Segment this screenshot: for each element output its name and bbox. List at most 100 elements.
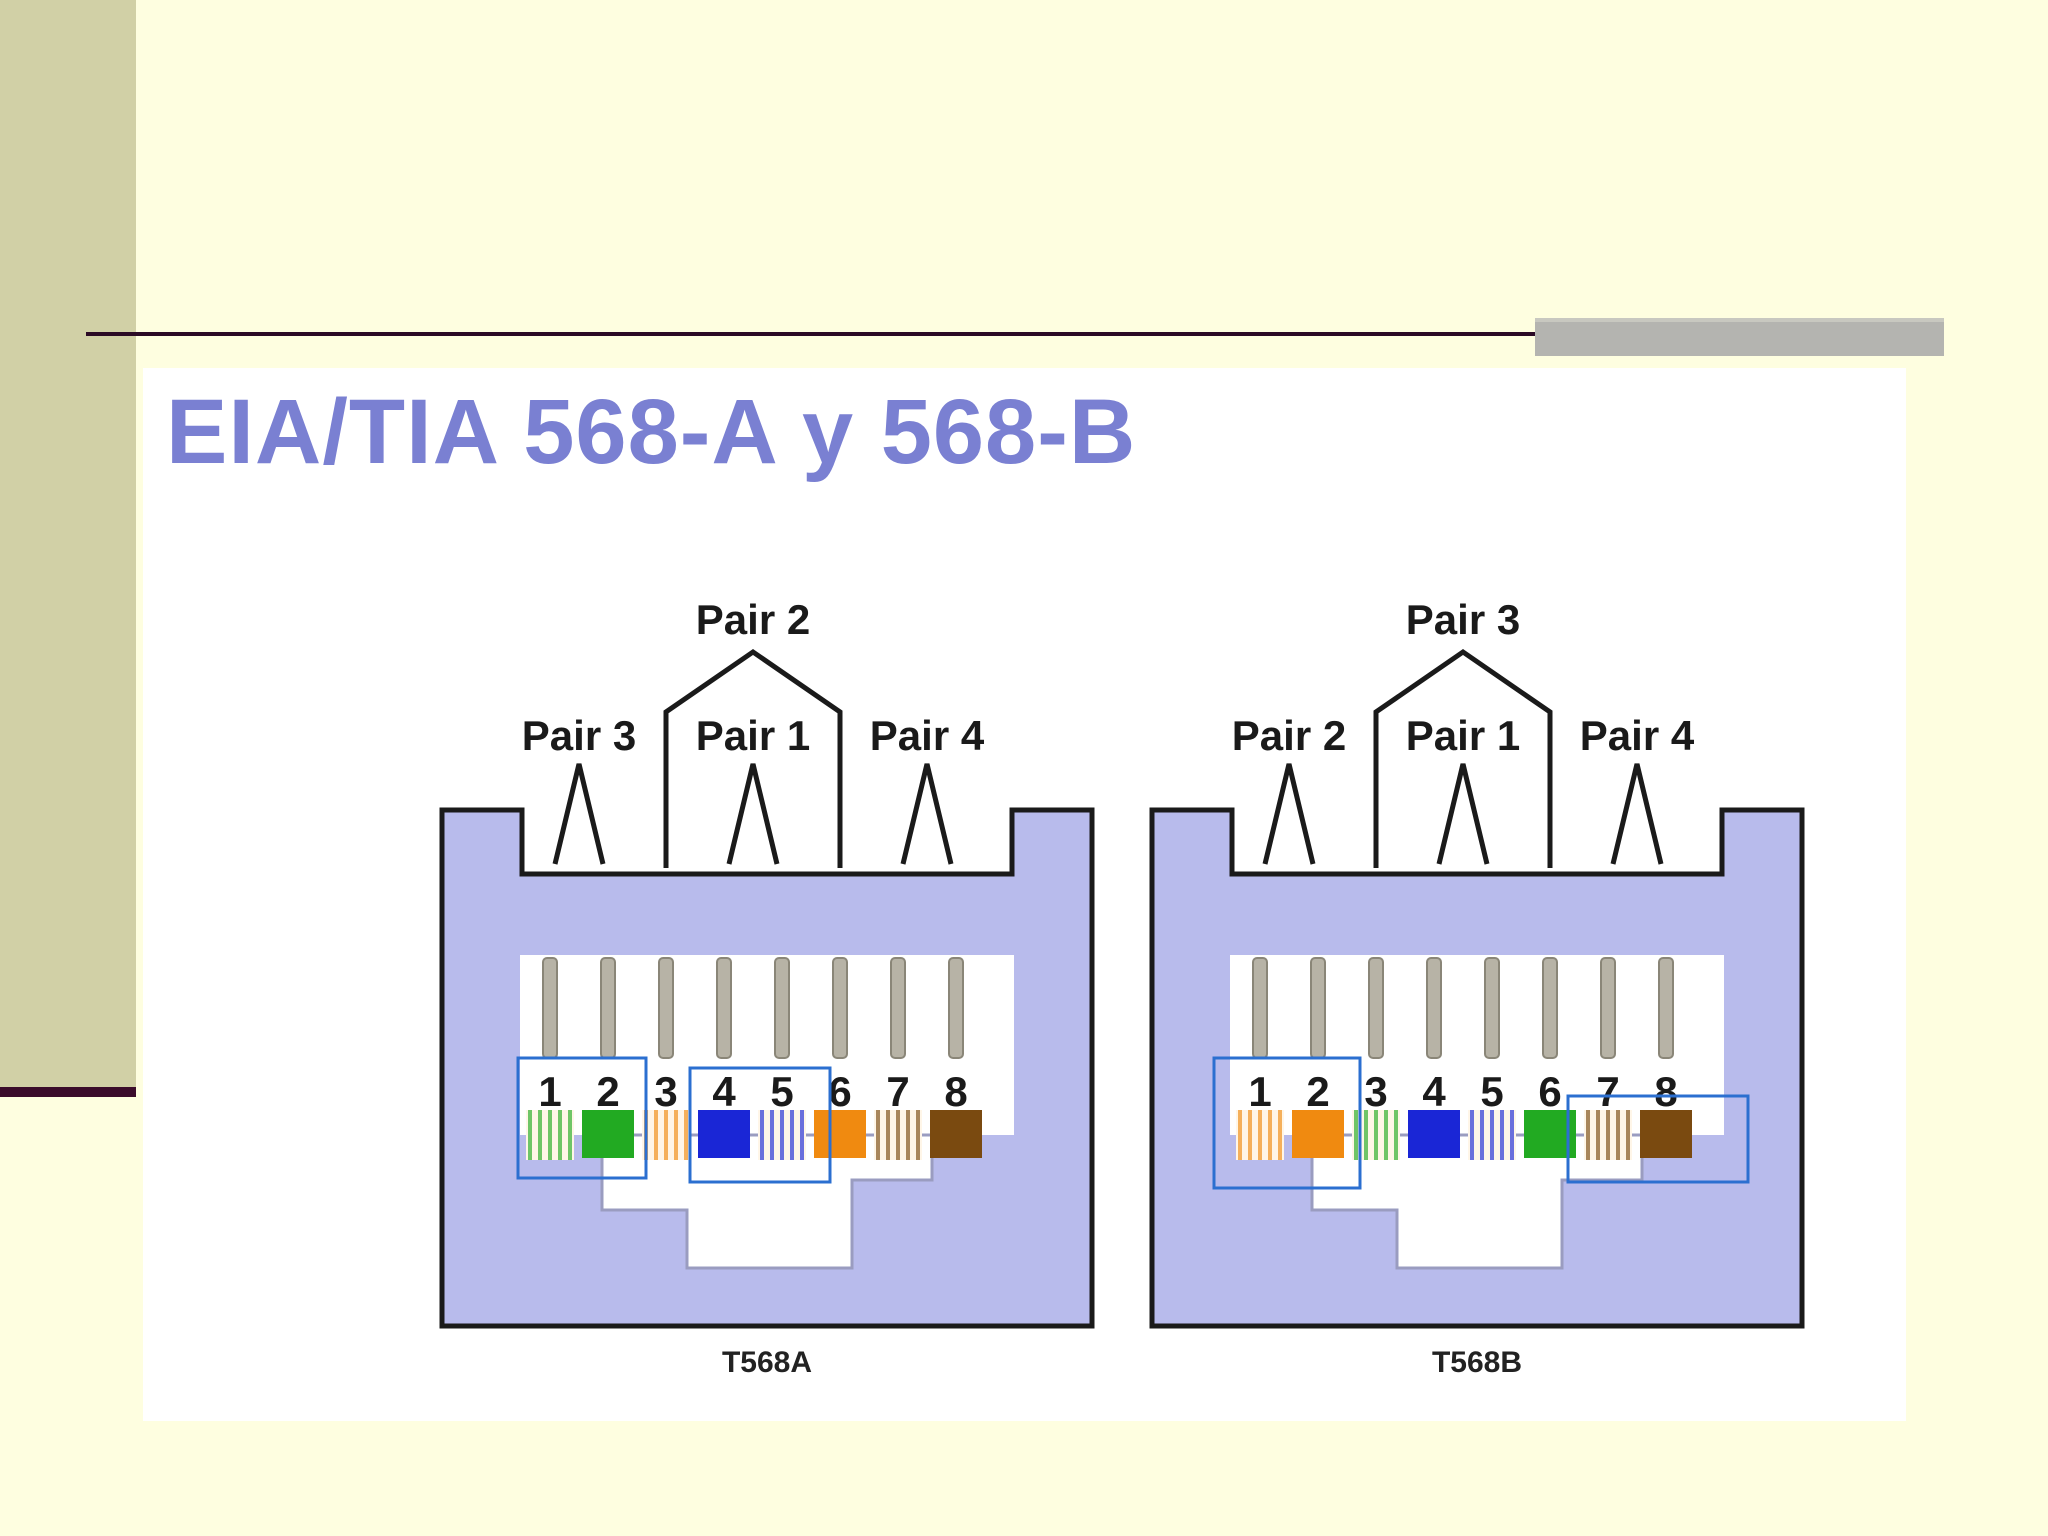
contact-blade: [1600, 957, 1616, 1059]
contact-blade: [1310, 957, 1326, 1059]
contact-blade: [716, 957, 732, 1059]
pin-number: 6: [1538, 1068, 1561, 1115]
pair-marker-center: [726, 763, 780, 865]
wire-stripe: [800, 1110, 804, 1160]
slide-title: EIA/TIA 568-A y 568-B: [166, 381, 1137, 483]
wire-stripe: [916, 1110, 920, 1160]
wire-stripe: [1248, 1110, 1252, 1160]
pin-number: 1: [1248, 1068, 1271, 1115]
pin-number: 7: [886, 1068, 909, 1115]
pair-label-center: Pair 1: [1406, 712, 1520, 759]
wire-stripe: [1384, 1110, 1388, 1160]
wire-stripe: [770, 1110, 774, 1160]
wire-solid: [814, 1110, 866, 1158]
pair-label-left: Pair 3: [522, 712, 636, 759]
pin-number: 6: [828, 1068, 851, 1115]
pin-number: 7: [1596, 1068, 1619, 1115]
pair-highlight-box: [516, 1056, 648, 1180]
wire-stripe: [558, 1110, 562, 1160]
wire-stripe: [780, 1110, 784, 1160]
pin-number: 8: [1654, 1068, 1677, 1115]
pair-marker-left: [1262, 763, 1316, 865]
wire-solid: [930, 1110, 982, 1158]
pair-label-top: Pair 2: [696, 596, 810, 643]
pin-number: 3: [1364, 1068, 1387, 1115]
pair-highlight-box: [1212, 1056, 1362, 1190]
pair-marker-center: [1436, 763, 1490, 865]
wire-stripe: [528, 1110, 532, 1160]
wire-stripe: [1626, 1110, 1630, 1160]
wire-stripe: [538, 1110, 542, 1160]
contact-blade: [832, 957, 848, 1059]
wire-solid: [1408, 1110, 1460, 1158]
wire-stripe: [1394, 1110, 1398, 1160]
contact-window: [1230, 955, 1724, 1135]
contact-blade: [1368, 957, 1384, 1059]
wire-stripe: [1586, 1110, 1590, 1160]
wire-stripe: [1596, 1110, 1600, 1160]
wire-stripe: [1268, 1110, 1272, 1160]
wire-stripe: [1354, 1110, 1358, 1160]
wire-stripe: [568, 1110, 572, 1160]
standard-label: T568A: [722, 1346, 812, 1379]
wire-stripe: [906, 1110, 910, 1160]
contact-blade: [1658, 957, 1674, 1059]
wire-stripe: [1606, 1110, 1610, 1160]
pair-label-left: Pair 2: [1232, 712, 1346, 759]
contact-window: [520, 955, 1014, 1135]
wire-stripe: [1510, 1110, 1514, 1160]
pin-number: 5: [770, 1068, 793, 1115]
wire-stripe: [1238, 1110, 1242, 1160]
pair-bracket-split: [663, 648, 843, 868]
pair-highlight-box: [688, 1066, 832, 1184]
wire-stripe: [790, 1110, 794, 1160]
pin-number: 1: [538, 1068, 561, 1115]
wire-stripe: [876, 1110, 880, 1160]
wire-stripe: [1480, 1110, 1484, 1160]
wire-stripe: [1364, 1110, 1368, 1160]
wire-stripe: [760, 1110, 764, 1160]
wire-stripe: [654, 1110, 658, 1160]
wire-stripe: [886, 1110, 890, 1160]
contact-blade: [1484, 957, 1500, 1059]
pin-number: 2: [596, 1068, 619, 1115]
pin-number: 3: [654, 1068, 677, 1115]
wire-solid: [1640, 1110, 1692, 1158]
wire-stripe: [1616, 1110, 1620, 1160]
pin-number: 4: [712, 1068, 736, 1115]
pair-label-right: Pair 4: [1580, 712, 1695, 759]
pair-marker-right: [900, 763, 954, 865]
wire-stripe: [674, 1110, 678, 1160]
pair-highlight-box: [1566, 1094, 1750, 1184]
slide-left-band-underline: [0, 1087, 136, 1097]
wire-solid: [1292, 1110, 1344, 1158]
pin-number: 4: [1422, 1068, 1446, 1115]
contact-blade: [600, 957, 616, 1059]
pair-marker-right: [1610, 763, 1664, 865]
pin-number: 5: [1480, 1068, 1503, 1115]
wire-stripe: [1500, 1110, 1504, 1160]
standard-label: T568B: [1432, 1346, 1522, 1379]
contact-blade: [890, 957, 906, 1059]
contact-blade: [774, 957, 790, 1059]
pin-number: 2: [1306, 1068, 1329, 1115]
contact-blade: [1252, 957, 1268, 1059]
wire-stripe: [896, 1110, 900, 1160]
wire-stripe: [1490, 1110, 1494, 1160]
pin-number: 8: [944, 1068, 967, 1115]
wire-stripe: [1374, 1110, 1378, 1160]
wire-stripe: [664, 1110, 668, 1160]
wire-solid: [698, 1110, 750, 1158]
contact-blade: [1542, 957, 1558, 1059]
slide-accent-bar: [1535, 318, 1944, 356]
pair-label-right: Pair 4: [870, 712, 985, 759]
pair-bracket-split: [1373, 648, 1553, 868]
wire-stripe: [1470, 1110, 1474, 1160]
pair-label-center: Pair 1: [696, 712, 810, 759]
wire-solid: [582, 1110, 634, 1158]
contact-blade: [542, 957, 558, 1059]
slide-divider-rule: [86, 332, 1944, 336]
